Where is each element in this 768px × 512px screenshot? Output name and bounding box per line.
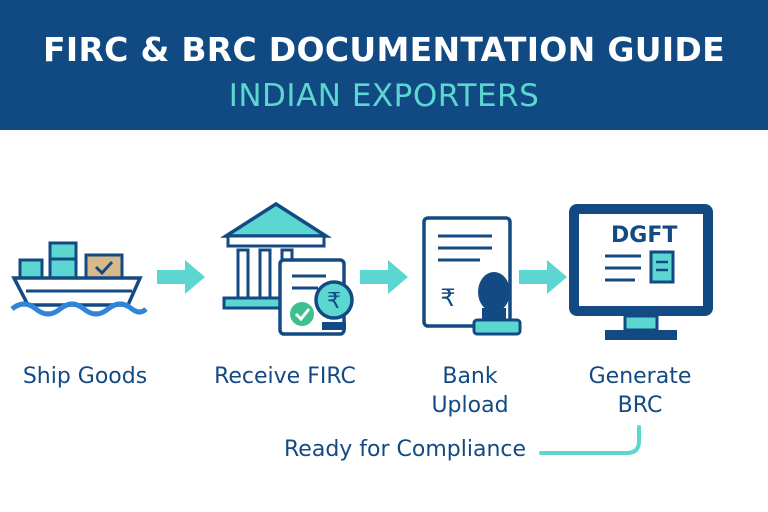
- step-label-generate-brc: Generate BRC: [565, 362, 715, 420]
- bank-with-firc-document-icon: ₹: [220, 201, 354, 336]
- cargo-ship-icon: [10, 241, 148, 317]
- document-with-stamp-icon: ₹: [422, 216, 522, 336]
- step-label-line: BRC: [617, 393, 663, 418]
- arrow-right-icon: [360, 260, 408, 294]
- header-banner: FIRC & BRC DOCUMENTATION GUIDE INDIAN EX…: [0, 0, 768, 130]
- step-label-line: Bank: [442, 364, 498, 389]
- step-label-line: Generate: [588, 364, 692, 389]
- monitor-dgft-text: DGFT: [611, 223, 677, 248]
- page-title: FIRC & BRC DOCUMENTATION GUIDE: [43, 30, 725, 69]
- arrow-right-icon: [519, 260, 567, 294]
- page-subtitle: INDIAN EXPORTERS: [228, 78, 540, 114]
- ready-for-compliance-label: Ready for Compliance: [284, 437, 527, 462]
- step-label-ship-goods: Ship Goods: [22, 364, 148, 389]
- rupee-symbol: ₹: [327, 289, 341, 314]
- arrow-right-icon: [157, 260, 205, 294]
- dgft-monitor-icon: DGFT: [569, 204, 713, 340]
- step-label-receive-firc: Receive FIRC: [214, 364, 356, 389]
- connector-line: [539, 425, 641, 455]
- rupee-symbol: ₹: [440, 284, 455, 312]
- step-label-bank-upload: Bank Upload: [405, 362, 535, 420]
- step-label-line: Upload: [431, 393, 509, 418]
